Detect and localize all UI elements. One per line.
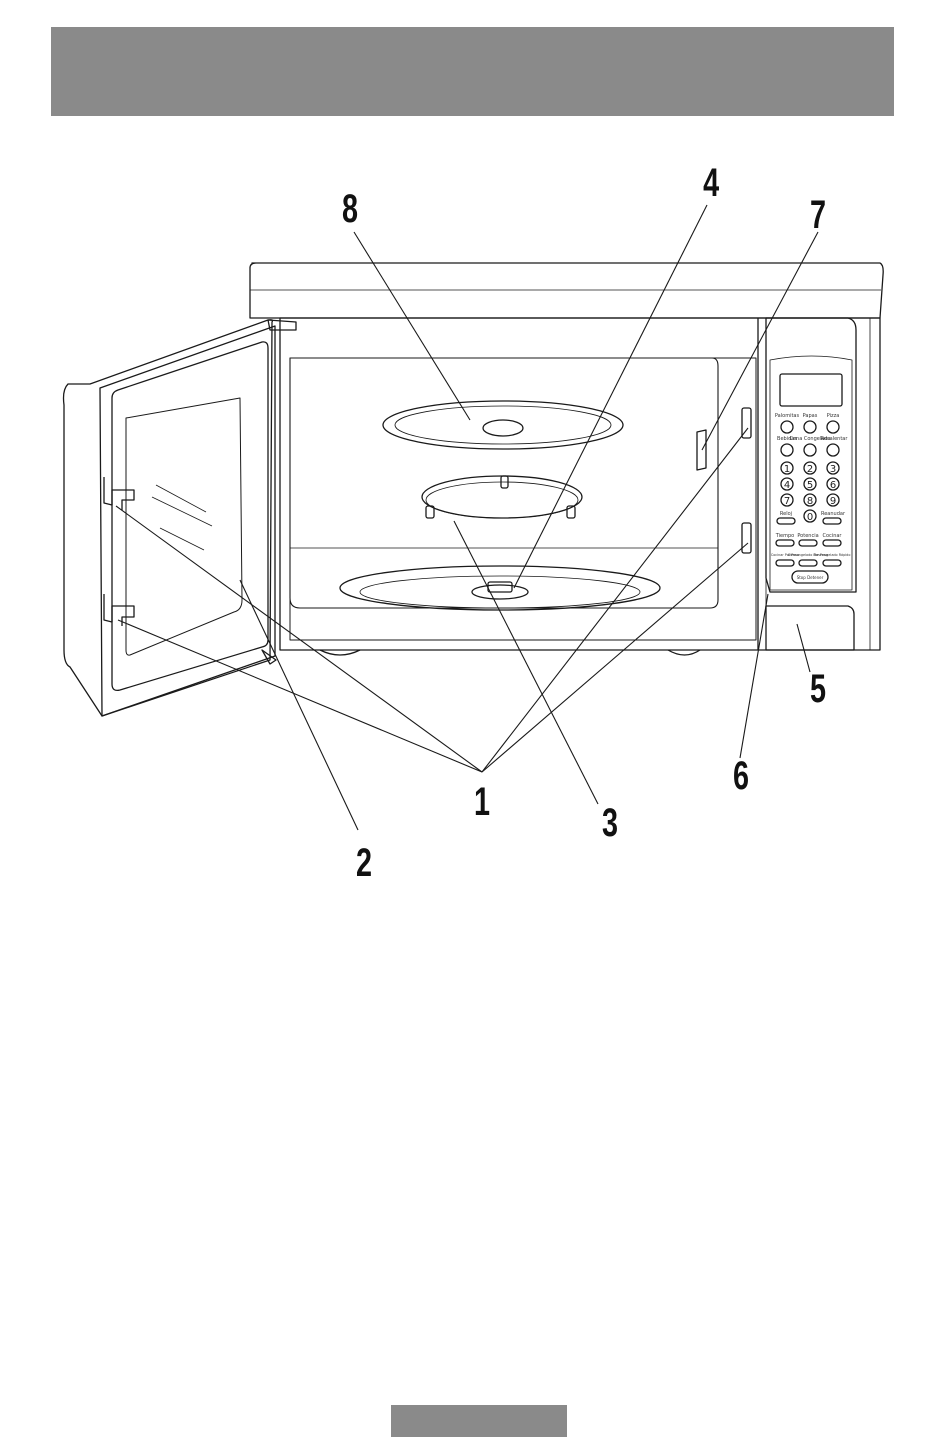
display-window <box>780 374 842 406</box>
callout-6: 6 <box>733 753 749 798</box>
door-latch-lower <box>104 594 134 626</box>
panel-label-palomitas: Palomitas <box>775 413 800 419</box>
panel-label-papas: Papas <box>803 413 818 419</box>
panel-label-reanudar: Reanudar <box>821 511 846 517</box>
key-5: 5 <box>807 480 813 491</box>
callout-7: 7 <box>810 192 826 237</box>
key-3: 3 <box>830 464 836 475</box>
key-4: 4 <box>784 480 790 491</box>
leader-lines <box>116 205 818 830</box>
panel-label-descongelado-rapido: Descongelado Rápido <box>814 553 851 557</box>
cabinet-top <box>250 263 883 318</box>
callout-4: 4 <box>703 160 720 205</box>
oven-cavity <box>290 358 756 640</box>
door-release <box>766 606 854 650</box>
callout-1: 1 <box>474 779 490 824</box>
key-7: 7 <box>784 496 790 507</box>
key-0: 0 <box>807 512 813 523</box>
callout-5: 5 <box>810 666 826 711</box>
callout-3: 3 <box>602 800 618 845</box>
panel-label-stop: Stop Detener <box>797 575 824 580</box>
panel-label-reloj: Reloj <box>780 511 792 517</box>
waveguide-cover <box>697 430 706 470</box>
panel-label-pizza: Pizza <box>827 413 840 419</box>
callout-8: 8 <box>342 186 358 231</box>
panel-label-potencia: Potencia <box>797 533 818 539</box>
key-2: 2 <box>807 464 813 475</box>
key-6: 6 <box>830 480 836 491</box>
footer-bar <box>391 1405 567 1437</box>
panel-label-recalentar: Recalentar <box>821 436 849 442</box>
key-1: 1 <box>784 464 790 475</box>
callout-2: 2 <box>356 840 372 885</box>
key-8: 8 <box>807 496 813 507</box>
panel-label-tiempo: Tiempo <box>775 533 794 539</box>
glass-tray <box>383 401 623 449</box>
panel-label-cocinar: Cocinar <box>823 533 843 539</box>
roller-ring <box>422 476 582 518</box>
door <box>64 320 297 716</box>
key-9: 9 <box>830 496 836 507</box>
door-latch-upper <box>104 477 134 510</box>
latch-hole-lower <box>742 523 751 553</box>
